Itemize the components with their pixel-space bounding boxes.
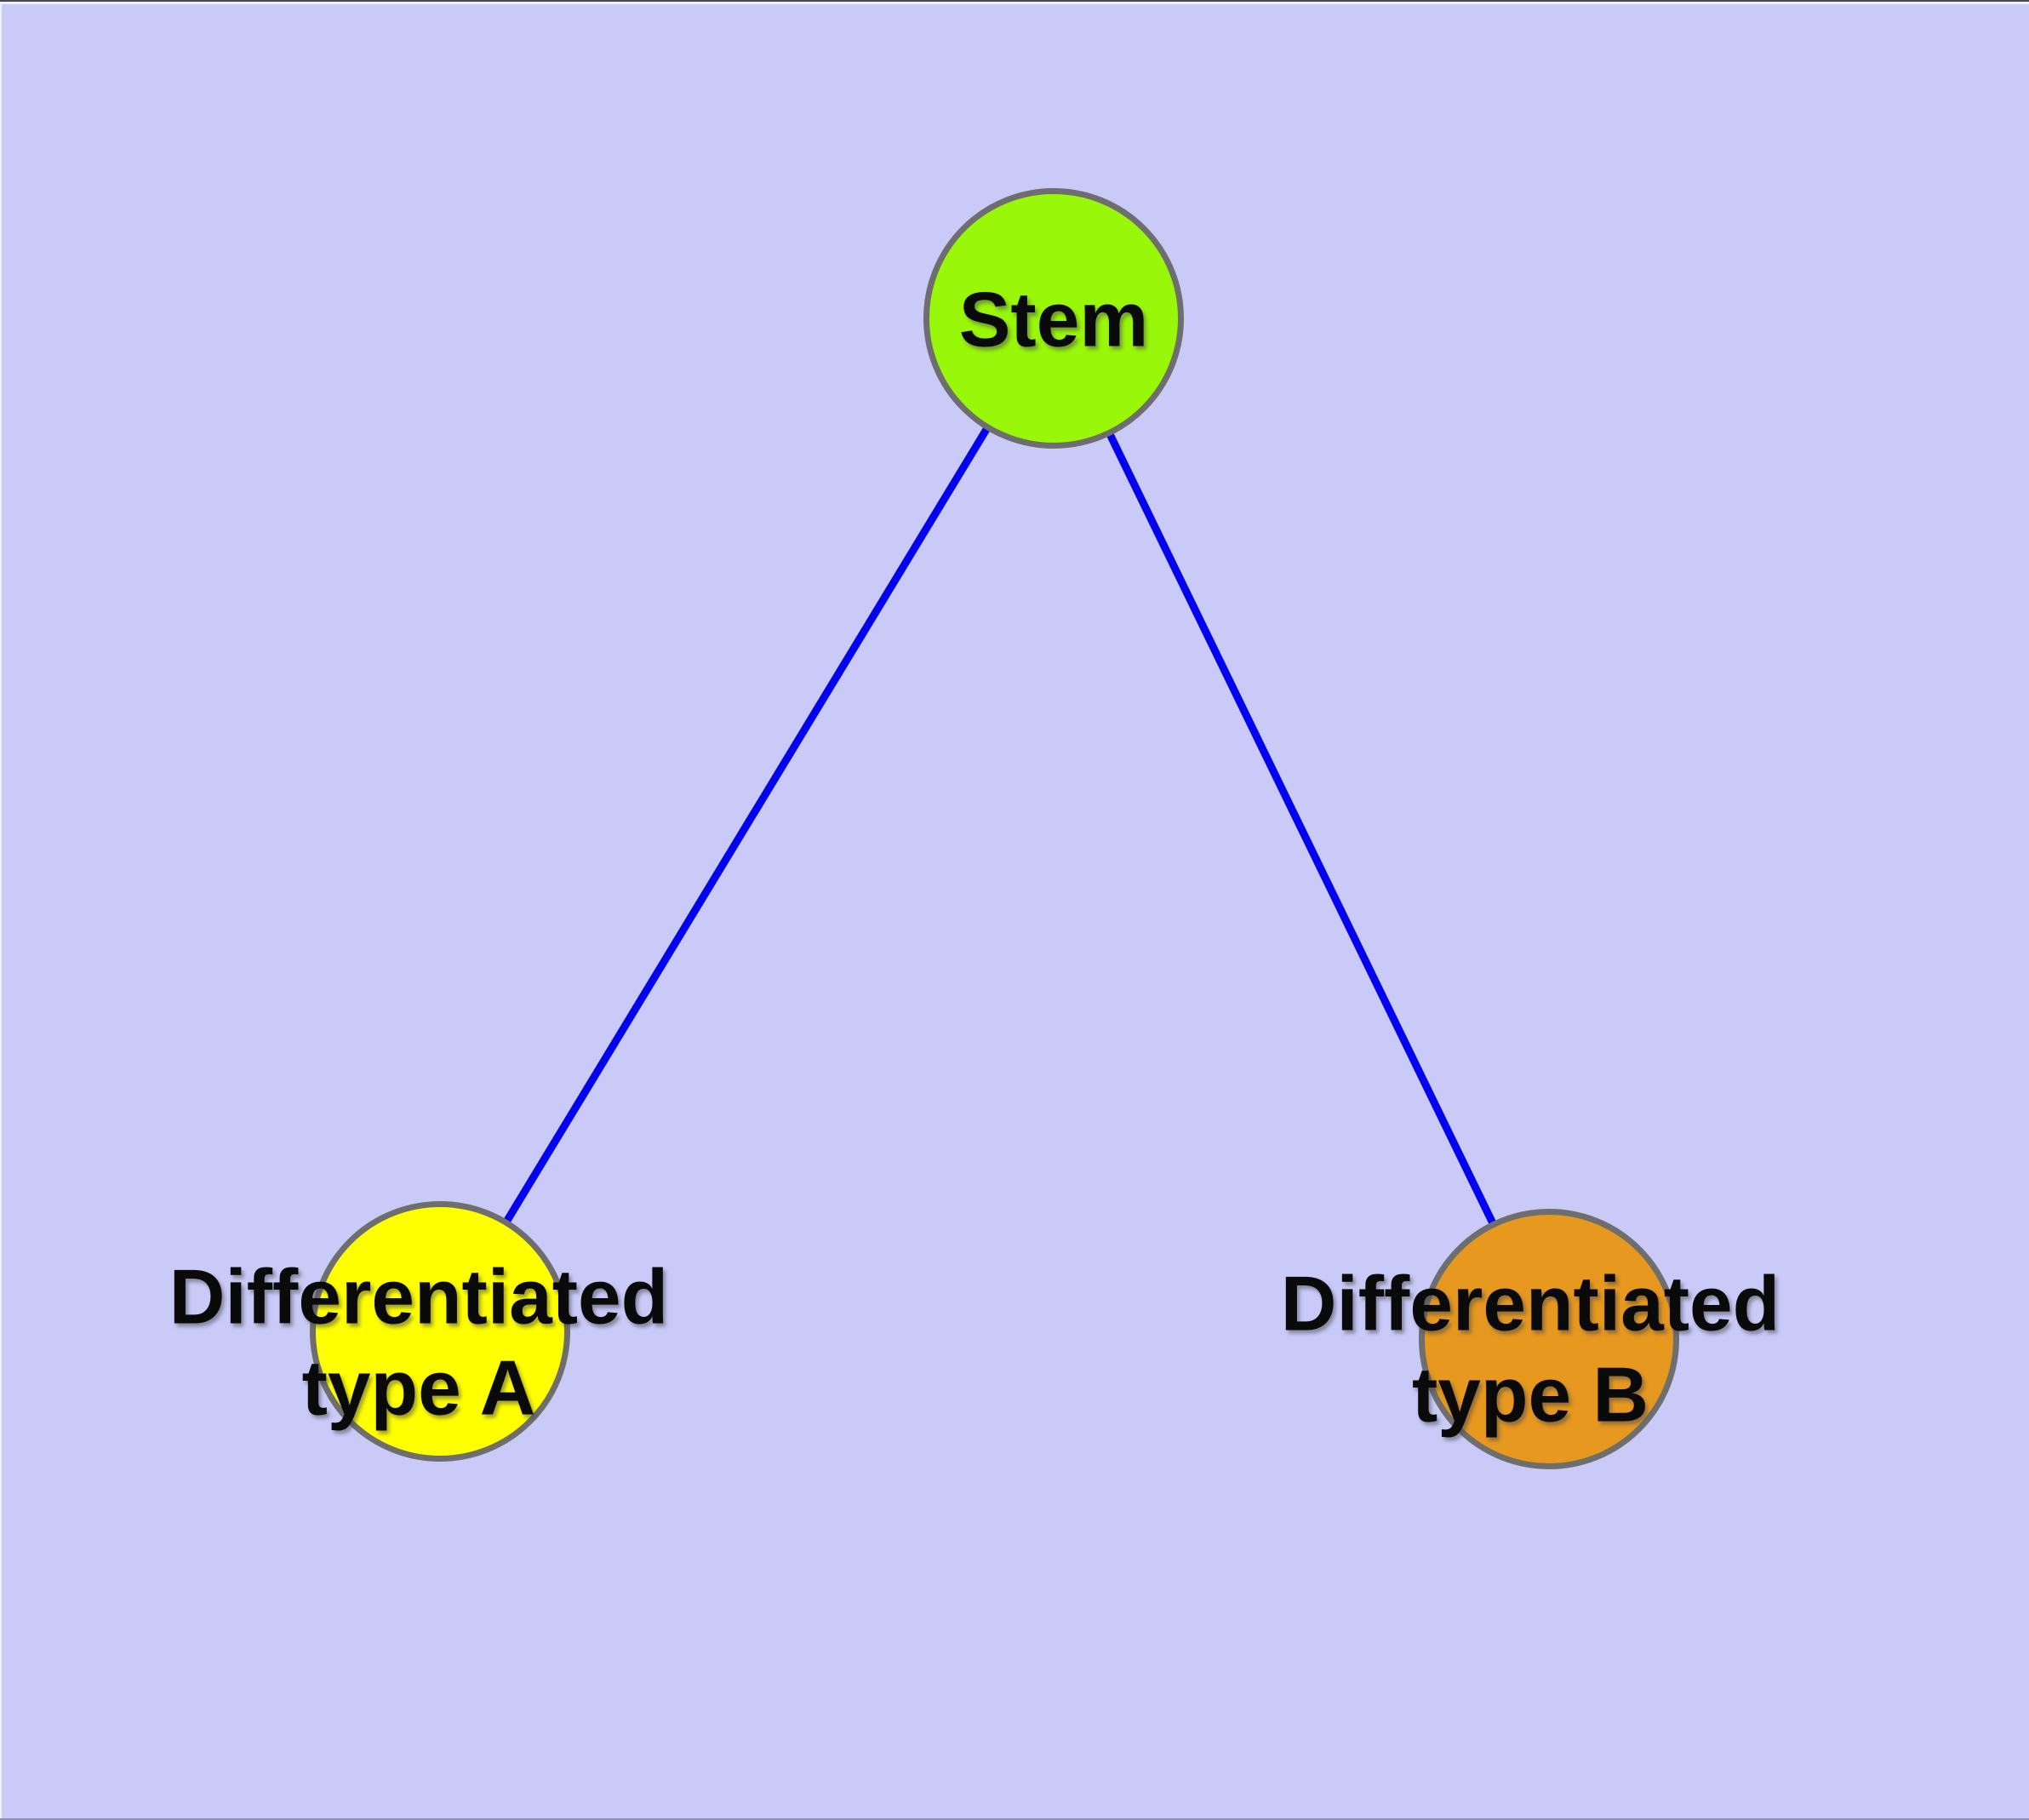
node-label-differentiated-type-a-line-1: Differentiated bbox=[169, 1254, 669, 1341]
edge-stem-to-differentiated-type-b bbox=[1049, 314, 1553, 1343]
window-edge-top-line bbox=[0, 0, 2029, 2]
node-label-differentiated-type-b-line-2: type B bbox=[1411, 1353, 1649, 1439]
node-label-stem: Stem bbox=[959, 274, 1149, 365]
window-edge-bottom-strip bbox=[0, 1818, 2029, 1820]
window-edge-left-strip bbox=[0, 4, 2, 1818]
node-label-stem-line-1: Stem bbox=[958, 277, 1149, 363]
node-differentiated-type-a bbox=[310, 1201, 570, 1462]
node-label-differentiated-type-b-line-1: Differentiated bbox=[1280, 1261, 1780, 1348]
node-stem bbox=[923, 188, 1184, 449]
node-differentiated-type-b bbox=[1419, 1209, 1679, 1469]
edge-stem-to-differentiated-type-a bbox=[436, 314, 1058, 1336]
node-label-differentiated-type-a-line-2: type A bbox=[301, 1346, 536, 1432]
window-edge-top-strip bbox=[0, 2, 2029, 4]
